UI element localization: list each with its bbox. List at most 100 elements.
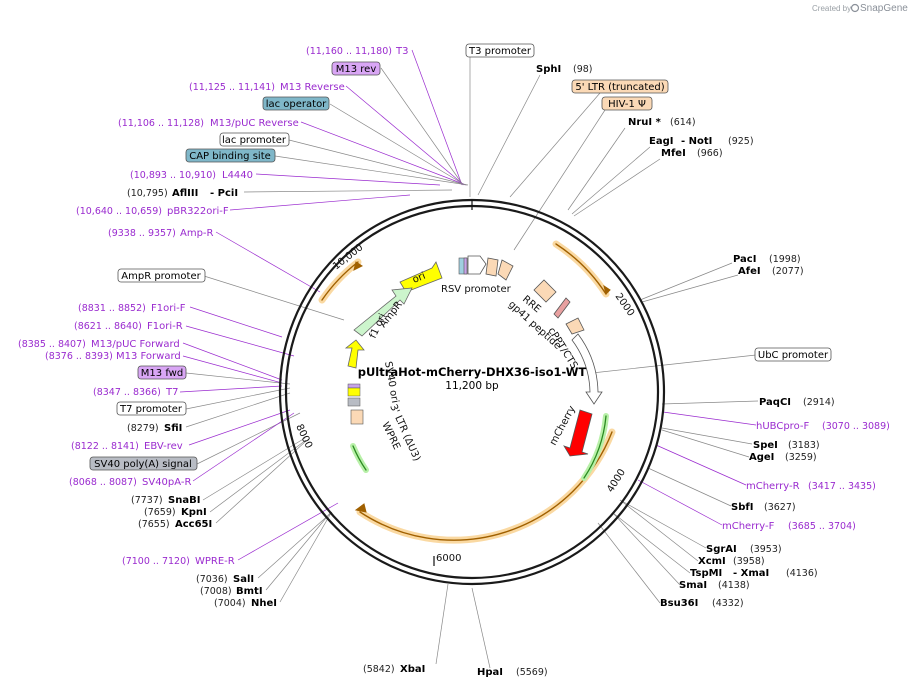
- feature-ampr: [353, 287, 413, 337]
- primer-amp-r[interactable]: (9338 .. 9357) Amp-R: [108, 228, 214, 239]
- enzyme-tspmi-xmai[interactable]: TspMI - XmaI (4136): [690, 568, 818, 579]
- primer-f1ori-f[interactable]: (8831 .. 8852) F1ori-F: [78, 303, 186, 314]
- svg-text:mCherry-F: mCherry-F: [722, 521, 775, 532]
- box-m13-rev[interactable]: M13 rev: [331, 61, 381, 76]
- enzyme-smai[interactable]: SmaI (4138): [679, 580, 750, 591]
- box-lac-operator[interactable]: lac operator: [262, 96, 330, 111]
- svg-text:SfiI: SfiI: [164, 423, 182, 434]
- svg-text:(3685 .. 3704): (3685 .. 3704): [788, 521, 856, 532]
- svg-text:SmaI: SmaI: [679, 580, 707, 591]
- svg-text:M13/pUC Reverse: M13/pUC Reverse: [210, 118, 299, 129]
- svg-text:mCherry-R: mCherry-R: [746, 481, 800, 492]
- svg-text:(98): (98): [573, 64, 593, 75]
- primer-t3[interactable]: (11,160 .. 11,180) T3: [306, 46, 408, 57]
- svg-text:(10,893 .. 10,910): (10,893 .. 10,910): [130, 170, 216, 181]
- enzyme-sphi[interactable]: SphI (98): [536, 64, 593, 75]
- enzyme-agei[interactable]: AgeI (3259): [749, 452, 817, 463]
- primer-sv40pa-r[interactable]: (8068 .. 8087) SV40pA-R: [69, 477, 191, 488]
- svg-text:(8068 .. 8087): (8068 .. 8087): [69, 477, 137, 488]
- svg-text:(4136): (4136): [786, 568, 818, 579]
- svg-text:(8376 .. 8393): (8376 .. 8393): [45, 351, 113, 362]
- svg-text:(9338 .. 9357): (9338 .. 9357): [108, 228, 176, 239]
- svg-text:EagI: EagI: [649, 136, 673, 147]
- feature-rre: [533, 279, 557, 303]
- primer-f1ori-r[interactable]: (8621 .. 8640) F1ori-R: [74, 321, 183, 332]
- tick-marks: [433, 200, 473, 566]
- enzyme-xcmi[interactable]: XcmI (3958): [698, 556, 765, 567]
- svg-text:(925): (925): [728, 136, 754, 147]
- box-lac-operator-label: lac operator: [266, 99, 327, 110]
- enzyme-nrui[interactable]: NruI * (614): [628, 117, 696, 128]
- box-5ltr[interactable]: 5' LTR (truncated): [571, 79, 669, 94]
- enzyme-paqci[interactable]: PaqCI (2914): [759, 397, 835, 408]
- box-t7-promoter[interactable]: T7 promoter: [116, 401, 187, 416]
- tick-label-6000: 6000: [436, 553, 461, 564]
- primer-mcherry-f[interactable]: mCherry-F (3685 .. 3704): [722, 521, 856, 532]
- feature-gp41: [553, 297, 571, 319]
- primer-ebv-rev[interactable]: (8122 .. 8141) EBV-rev: [71, 441, 183, 452]
- primer-m13-reverse[interactable]: (11,125 .. 11,141) M13 Reverse: [189, 82, 345, 93]
- box-hiv1-psi[interactable]: HIV-1 Ψ: [601, 96, 653, 111]
- enzyme-mfei[interactable]: MfeI (966): [661, 148, 723, 159]
- box-ampr-promoter[interactable]: AmpR promoter: [117, 268, 206, 283]
- svg-text:BmtI: BmtI: [236, 586, 263, 597]
- svg-text:Acc65I: Acc65I: [175, 519, 212, 530]
- primer-pbr322ori-f[interactable]: (10,640 .. 10,659) pBR322ori-F: [76, 206, 229, 217]
- enzyme-sgrai[interactable]: SgrAI (3953): [706, 544, 782, 555]
- box-ubc-promoter-label: UbC promoter: [758, 350, 829, 361]
- box-sv40-polya-label: SV40 poly(A) signal: [94, 459, 192, 470]
- primer-m13-puc-reverse[interactable]: (11,106 .. 11,128) M13/pUC Reverse: [118, 118, 299, 129]
- enzyme-kpni[interactable]: (7659) KpnI: [144, 507, 207, 518]
- enzyme-xbai[interactable]: (5842) XbaI: [363, 664, 425, 675]
- svg-text:(3183): (3183): [788, 440, 820, 451]
- svg-text:(3070 .. 3089): (3070 .. 3089): [822, 421, 890, 432]
- enzyme-bsu36i[interactable]: Bsu36I (4332): [660, 598, 744, 609]
- box-t3-promoter[interactable]: T3 promoter: [465, 43, 535, 58]
- primer-wpre-r[interactable]: (7100 .. 7120) WPRE-R: [122, 556, 235, 567]
- primer-hubcpro-f[interactable]: hUBCpro-F (3070 .. 3089): [756, 421, 890, 432]
- enzyme-eagi-noti[interactable]: EagI - NotI (925): [649, 136, 754, 147]
- enzyme-afliii-pcii[interactable]: (10,795) AflIII - PciI: [127, 188, 238, 199]
- box-lac-promoter[interactable]: lac promoter: [219, 132, 290, 147]
- feature-sv40ori: [347, 383, 364, 425]
- enzyme-spei[interactable]: SpeI (3183): [753, 440, 820, 451]
- primer-t7[interactable]: (8347 .. 8366) T7: [93, 387, 178, 398]
- enzyme-sali[interactable]: (7036) SalI: [196, 574, 254, 585]
- svg-text:hUBCpro-F: hUBCpro-F: [756, 421, 809, 432]
- enzyme-paci[interactable]: PacI (1998): [733, 254, 801, 265]
- label-ori: ori: [411, 271, 427, 286]
- box-cap-binding-site[interactable]: CAP binding site: [185, 148, 276, 163]
- box-m13-fwd[interactable]: M13 fwd: [137, 365, 187, 380]
- svg-text:(7737): (7737): [131, 495, 163, 506]
- enzyme-hpai[interactable]: HpaI (5569): [477, 667, 548, 678]
- box-sv40-polya[interactable]: SV40 poly(A) signal: [89, 456, 198, 471]
- enzyme-bmti[interactable]: (7008) BmtI: [200, 586, 263, 597]
- enzyme-nhei[interactable]: (7004) NheI: [214, 598, 277, 609]
- box-m13-rev-label: M13 rev: [336, 64, 377, 75]
- svg-text:EBV-rev: EBV-rev: [144, 441, 183, 452]
- svg-text:- PciI: - PciI: [210, 188, 238, 199]
- svg-text:(7008): (7008): [200, 586, 232, 597]
- svg-text:XbaI: XbaI: [400, 664, 425, 675]
- box-ubc-promoter[interactable]: UbC promoter: [754, 347, 832, 362]
- enzyme-afei[interactable]: AfeI (2077): [738, 266, 804, 277]
- primer-mcherry-r[interactable]: mCherry-R (3417 .. 3435): [746, 481, 876, 492]
- box-hiv1-psi-label: HIV-1 Ψ: [608, 99, 646, 110]
- svg-text:(8279): (8279): [127, 423, 159, 434]
- primer-m13-puc-forward[interactable]: (8385 .. 8407) M13/pUC Forward: [18, 339, 180, 350]
- svg-text:M13 Forward: M13 Forward: [116, 351, 181, 362]
- enzyme-sbfi[interactable]: SbfI (3627): [731, 502, 796, 513]
- svg-text:(5842): (5842): [363, 664, 395, 675]
- primer-l4440[interactable]: (10,893 .. 10,910) L4440: [130, 170, 253, 181]
- svg-text:(2914): (2914): [803, 397, 835, 408]
- svg-text:PaqCI: PaqCI: [759, 397, 791, 408]
- snapgene-brand: SnapGene: [860, 3, 908, 14]
- enzyme-acc65i[interactable]: (7655) Acc65I: [138, 519, 212, 530]
- leader-lines: [179, 49, 759, 669]
- enzyme-sfii[interactable]: (8279) SfiI: [127, 423, 182, 434]
- primer-m13-forward[interactable]: (8376 .. 8393) M13 Forward: [45, 351, 181, 362]
- box-5ltr-label: 5' LTR (truncated): [575, 82, 664, 93]
- svg-text:M13/pUC Forward: M13/pUC Forward: [91, 339, 180, 350]
- enzyme-snabi[interactable]: (7737) SnaBI: [131, 495, 200, 506]
